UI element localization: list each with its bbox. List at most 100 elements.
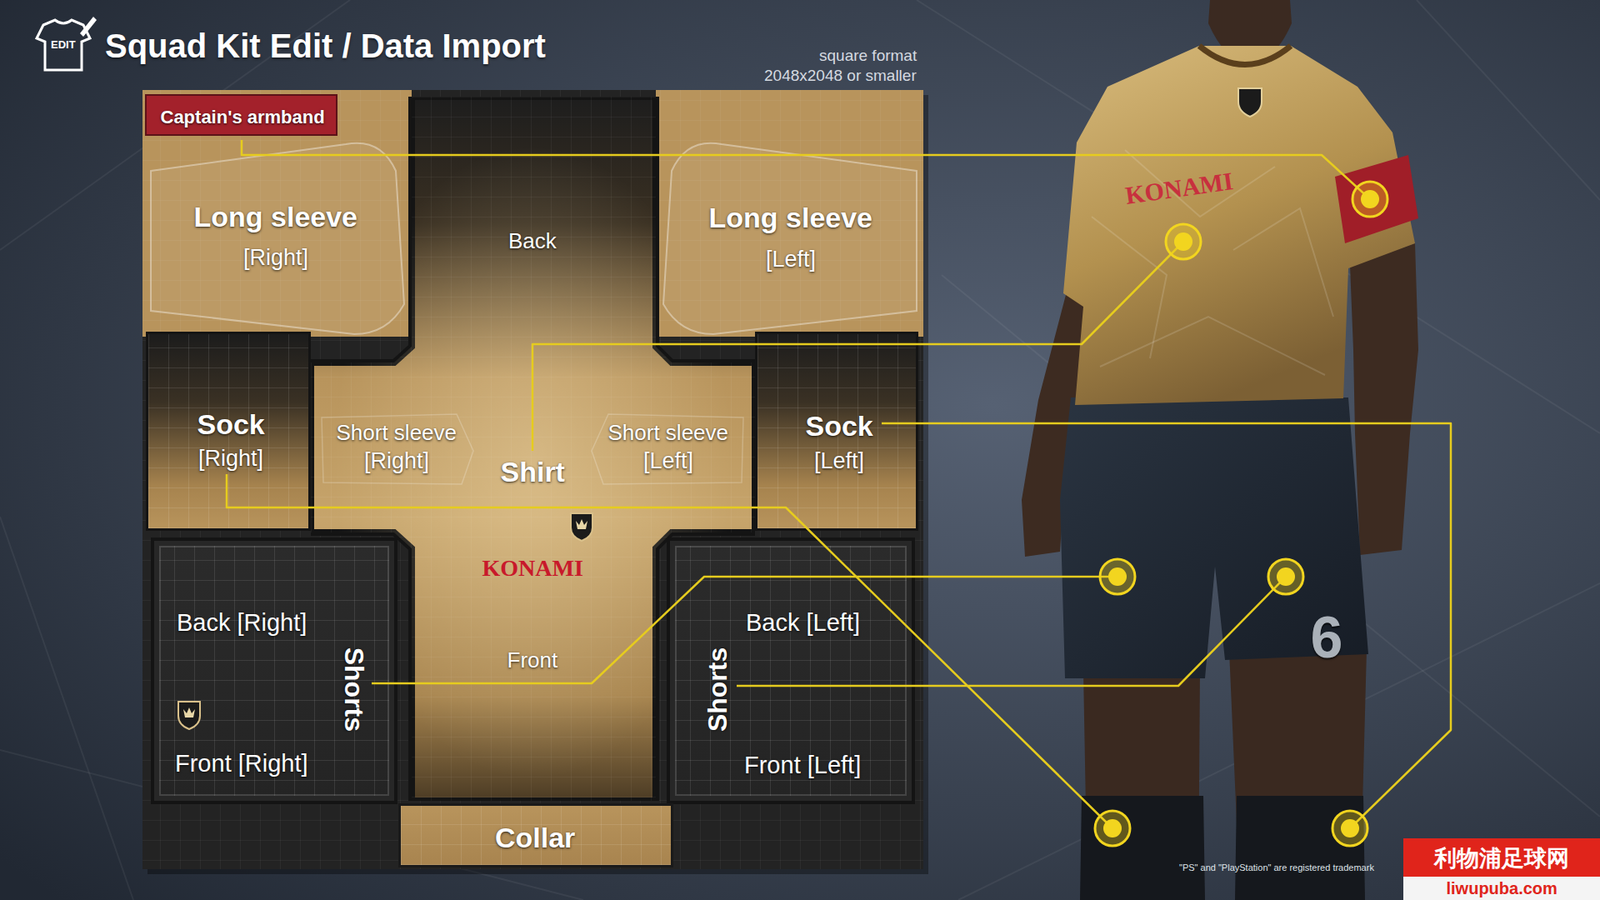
- region-outline: [150, 143, 405, 335]
- region-label: [Left]: [643, 448, 694, 475]
- long-sleeve-region: Long sleeve [Right]: [145, 137, 410, 338]
- callout-dot: [1095, 810, 1130, 846]
- shirt-number: 6: [1310, 604, 1344, 672]
- text-slot: Back [Right]: [176, 609, 307, 637]
- sleeve-outline: [321, 414, 474, 485]
- title-text: Squad Kit Edit / Data Import: [105, 26, 546, 65]
- region-label: Shorts: [702, 646, 734, 731]
- player-shorts: [1060, 397, 1369, 679]
- decoration: [1103, 819, 1122, 838]
- sleeve-outline: [591, 414, 744, 485]
- text-slot: Front: [507, 648, 559, 674]
- decoration: [1268, 559, 1304, 595]
- decoration: [1174, 232, 1193, 251]
- text-slot: 利物浦足球网: [1434, 845, 1570, 871]
- region-label: Shorts: [338, 646, 370, 731]
- background-facet: [916, 0, 1600, 434]
- text-slot: [Left]: [643, 448, 694, 475]
- region-label: Collar: [495, 821, 575, 855]
- leader-line: [736, 576, 1286, 686]
- text-slot: Front [Right]: [175, 750, 309, 778]
- text-slot: Short sleeve: [336, 420, 458, 446]
- region-label: [Right]: [243, 245, 309, 271]
- sponsor-logo: KONAMI: [1123, 166, 1235, 210]
- text-slot: KONAMI: [1125, 174, 1234, 204]
- watermark: 利物浦足球网: [1434, 845, 1570, 871]
- region-outline: [321, 414, 474, 485]
- shorts-region: Back [Left] ShortsFront [Left]: [666, 537, 915, 805]
- pencil-icon: [80, 16, 97, 37]
- text-slot: Collar: [495, 821, 575, 855]
- edit-icon: [36, 20, 90, 70]
- decoration: [1100, 559, 1135, 595]
- region-label: [Right]: [364, 448, 430, 475]
- shirt-emblem: [570, 513, 593, 541]
- callout-dot: [1165, 224, 1201, 260]
- format-note: 2048x2048 or smaller: [764, 66, 917, 85]
- text-slot: Back [Left]: [745, 609, 860, 637]
- text-slot: Shirt: [500, 455, 565, 489]
- format-note: square format: [819, 46, 917, 65]
- callout-dot: [1100, 559, 1135, 595]
- watermark-box: [1403, 838, 1600, 877]
- leader-line: [241, 140, 1370, 200]
- region-outline: [663, 143, 917, 335]
- text-slot: Long sleeve: [709, 201, 874, 235]
- text-slot: Front [Left]: [744, 751, 861, 780]
- player-sock: [1235, 795, 1365, 900]
- player-figure: [1021, 0, 1419, 900]
- text-slot: [Right]: [198, 445, 264, 472]
- region-outline: [658, 137, 922, 338]
- text-slot: liwupuba.com: [1446, 879, 1558, 899]
- background-facet: [1416, 0, 1600, 200]
- region-label: Long sleeve: [194, 200, 359, 234]
- text-slot: Squad Kit Edit / Data Import: [105, 26, 546, 65]
- background-facet: [0, 516, 134, 900]
- decoration: [1095, 810, 1130, 846]
- sponsor-logo: KONAMI: [482, 555, 584, 582]
- region-label: Back: [508, 229, 557, 255]
- text-slot: KONAMI: [482, 555, 584, 582]
- text-slot: [Left]: [765, 246, 816, 273]
- region-label: [Right]: [198, 445, 264, 472]
- shirt-pattern: [1091, 216, 1167, 359]
- decoration: [1108, 567, 1127, 586]
- text-slot: Short sleeve: [608, 420, 730, 446]
- text-slot: Long sleeve: [194, 200, 359, 234]
- watermark-url: liwupuba.com: [1446, 879, 1558, 899]
- region-label: Front: [507, 648, 559, 674]
- icon-text: EDIT: [50, 39, 76, 52]
- player-sock: [1080, 795, 1205, 900]
- player-armband: [1335, 155, 1419, 244]
- region-label: Long sleeve: [709, 201, 874, 235]
- text-slot: Shorts: [675, 674, 760, 705]
- region-label: Sock: [197, 408, 265, 441]
- region-label: Shirt: [500, 455, 565, 489]
- region-label: Front [Left]: [744, 751, 861, 780]
- shirt-pattern: [1233, 208, 1334, 317]
- text-slot: Captain's armband: [160, 106, 325, 128]
- text-slot: 2048x2048 or smaller: [764, 66, 917, 85]
- leader-line: [226, 474, 1113, 829]
- leader-line: [881, 423, 1451, 829]
- shorts-crest: [178, 701, 200, 730]
- text-slot: [Right]: [243, 245, 309, 271]
- region-label: Short sleeve: [608, 420, 730, 446]
- callout-dot: [1332, 810, 1368, 846]
- text-slot: Sock: [805, 410, 874, 443]
- decoration: [1165, 224, 1201, 260]
- sleeve-outline: [663, 143, 917, 335]
- shirt-emblem: [575, 519, 588, 530]
- region-label: Short sleeve: [336, 420, 458, 446]
- short-sleeve-region: Short sleeve[Left]: [586, 412, 750, 488]
- shorts-crest: [183, 707, 195, 718]
- long-sleeve-region: Long sleeve [Left]: [658, 137, 922, 338]
- shorts-region: Back [Right] ShortsFront [Right]: [150, 537, 398, 805]
- region-label: Back [Left]: [745, 609, 860, 637]
- region-label: [Left]: [814, 448, 865, 475]
- region-outline: [145, 137, 410, 338]
- decoration: [1332, 810, 1368, 846]
- sock-region: Sock [Left]: [755, 331, 919, 531]
